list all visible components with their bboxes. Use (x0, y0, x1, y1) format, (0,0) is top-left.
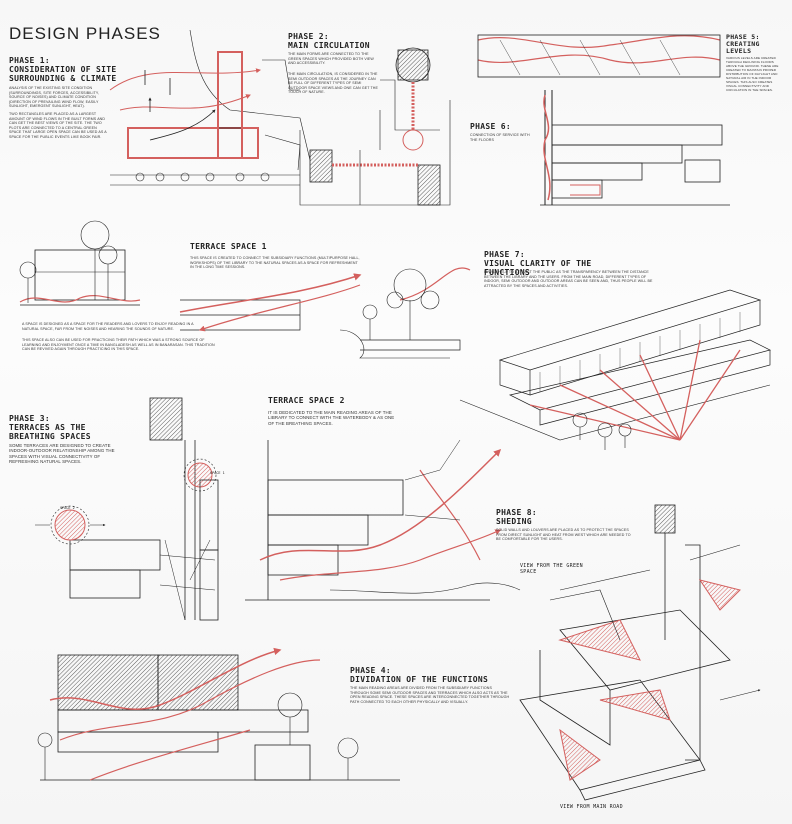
phase5-text-a: VARIOUS LEVELS ARE CREATED THROUGH DECLI… (726, 56, 779, 92)
terrace1-text-c: THIS SPACE ALSO CAN BE USED FOR PRACTICI… (22, 338, 215, 352)
phase2-heading: PHASE 2: MAIN CIRCULATION (288, 32, 370, 50)
terrace2-section (245, 439, 521, 601)
terrace1-section (19, 220, 471, 359)
terrace2-text-a: IT IS DEDICATED TO THE MAIN READING AREA… (268, 410, 395, 426)
terrace1-text-b: A SPACE IS DESIGNED AS A SPACE FOR THE R… (22, 322, 194, 331)
phase3-space1-label: SPACE 1 (210, 471, 225, 475)
phase8-shading-perspective (519, 504, 760, 801)
phase8-heading: PHASE 8: SHEDING (496, 508, 537, 526)
terrace1-heading: TERRACE SPACE 1 (190, 242, 267, 251)
page-title: DESIGN PHASES (9, 24, 161, 43)
phase2-text-a: THE MAIN FORMS ARE CONNECTED TO THE GREE… (288, 52, 374, 66)
phase3-heading: PHASE 3: TERRACES AS THE BREATHING SPACE… (9, 414, 91, 441)
phase7-heading: PHASE 7: VISUAL CLARITY OF THE FUNCTIONS (484, 250, 592, 277)
phase2-text-b: THE MAIN CIRCULATION, IS CONSIDERED IN T… (288, 72, 378, 95)
phase5-levels-section (477, 34, 730, 206)
phase3-space2-label: SPACE 2 (60, 506, 75, 510)
terrace1-text-a: THIS SPACE IS CREATED TO CONNECT THE SUB… (190, 256, 360, 270)
phase6-text-a: CONNECTION OF SERVICE WITH THE FLOORS (470, 133, 530, 142)
phase8-text-a: SOLID WALLS AND LOUVERS ARE PLACED AS TO… (496, 528, 631, 542)
phase1-heading: PHASE 1: CONSIDERATION OF SITE SURROUNDI… (9, 56, 117, 83)
phase1-text-b: TWO RECTANGLES ARE PLACED AS A LARGEST A… (9, 112, 107, 139)
phase2-circulation-plan (299, 47, 451, 206)
phase1-text-a: ANALYSIS OF THE EXISTING SITE CONDITION … (9, 86, 99, 109)
phase4-section (37, 647, 400, 781)
phase3-terrace-plan (35, 397, 219, 621)
phase6-heading: PHASE 6: (470, 122, 511, 131)
phase4-heading: PHASE 4: DIVIDATION OF THE FUNCTIONS (350, 666, 489, 684)
phase8-green-space-label: VIEW FROM THE GREEN SPACE (520, 563, 583, 575)
phase7-text-a: IT WILL HELP TO ATTRACT THE PUBLIC AS TH… (484, 270, 653, 288)
phase5-heading: PHASE 5: CREATING LEVELS (726, 33, 760, 55)
phase7-perspective (459, 289, 771, 450)
phase8-main-road-label: VIEW FROM MAIN ROAD (560, 804, 623, 810)
phase1-site-plan (109, 29, 311, 186)
terrace2-heading: TERRACE SPACE 2 (268, 396, 345, 405)
phase4-text-a: THE MAIN READING AREAS ARE DIVIDED FROM … (350, 686, 510, 704)
phase3-text-a: SOME TERRACES ARE DESIGNED TO CREATE IND… (9, 443, 115, 465)
